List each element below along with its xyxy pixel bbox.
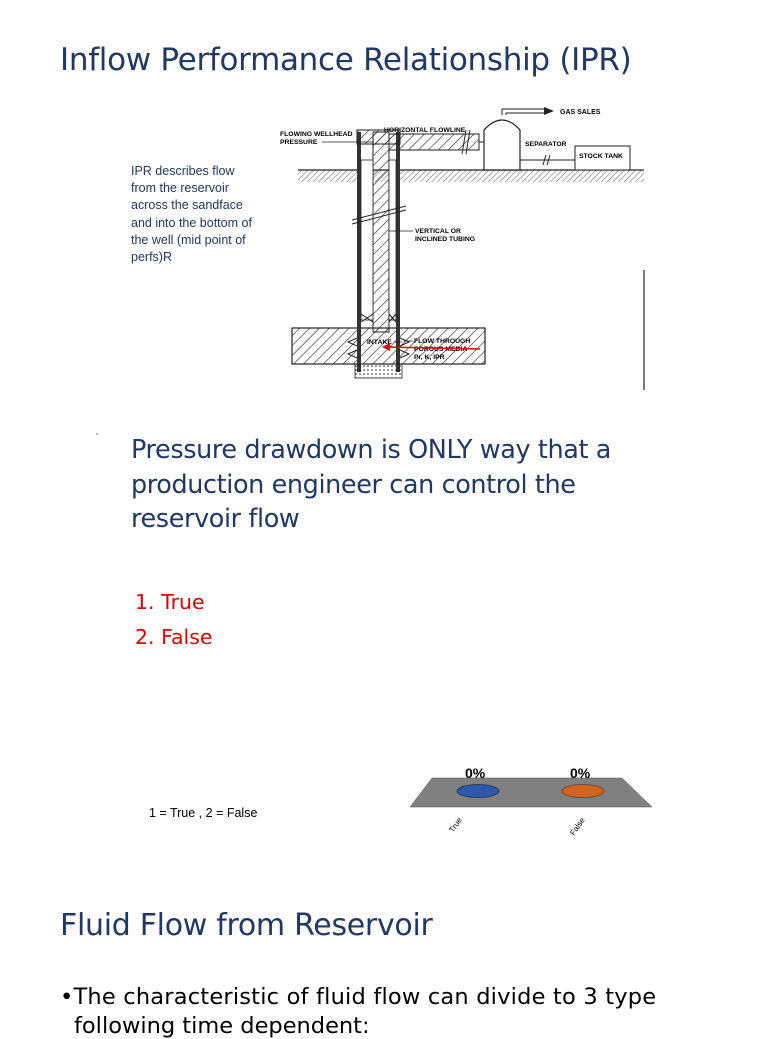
answer-list: 1. True 2. False xyxy=(135,585,213,655)
answer-legend: 1 = True , 2 = False xyxy=(149,806,258,820)
ground-surface xyxy=(298,170,644,182)
vertical-tubing-label-1: VERTICAL OR xyxy=(415,228,461,235)
intake-label: INTAKE xyxy=(367,339,392,346)
horizontal-flowline-label: HORIZONTAL FLOWLINE xyxy=(384,127,466,134)
wellhead-pressure-label-2: PRESSURE xyxy=(280,139,318,146)
poll-bar-false xyxy=(561,784,605,798)
section-title: Fluid Flow from Reservoir xyxy=(60,908,433,943)
bullet-text-continued: following time dependent: xyxy=(74,1013,370,1039)
tubing xyxy=(372,131,390,333)
poll-value-true: 0% xyxy=(465,765,486,781)
production-system-diagram: GAS SALES STOCK TANK SEPARATOR HORIZONTA… xyxy=(280,107,645,390)
stock-tank xyxy=(574,145,631,171)
answer-option-false[interactable]: 2. False xyxy=(135,625,213,649)
bullet-text: •The characteristic of fluid flow can di… xyxy=(60,984,657,1010)
separator-label: SEPARATOR xyxy=(525,141,567,148)
gas-sales-label: GAS SALES xyxy=(560,109,601,116)
poll-category-true: True xyxy=(447,815,464,834)
red-arrow xyxy=(385,346,481,350)
flow-through-label-3: Pr, K, IPR xyxy=(414,354,445,361)
flow-through-label-2: POROUS MEDIA xyxy=(414,346,467,353)
poll-results-chart: 0% 0% True False xyxy=(409,765,653,838)
slide-title: Inflow Performance Relationship (IPR) xyxy=(60,42,632,78)
wellhead-pressure-label-1: FLOWING WELLHEAD xyxy=(280,131,353,138)
poll-value-false: 0% xyxy=(570,765,591,781)
separator xyxy=(483,119,521,171)
ipr-description: IPR describes flow from the reservoir ac… xyxy=(131,164,252,265)
answer-option-true[interactable]: 1. True xyxy=(135,590,205,614)
vertical-tubing-label-2: INCLINED TUBING xyxy=(415,236,475,243)
question-text: Pressure drawdown is ONLY way that a pro… xyxy=(131,435,611,534)
stray-dot xyxy=(96,433,98,435)
stock-tank-label: STOCK TANK xyxy=(579,153,623,160)
poll-platform xyxy=(409,777,653,808)
poll-bar-true xyxy=(456,784,500,798)
poll-category-false: False xyxy=(568,816,587,838)
horizontal-flowline xyxy=(388,133,480,151)
flow-through-annotation: FLOW THROUGH POROUS MEDIA Pr, K, IPR xyxy=(382,338,481,361)
flow-through-label-1: FLOW THROUGH xyxy=(414,338,470,345)
